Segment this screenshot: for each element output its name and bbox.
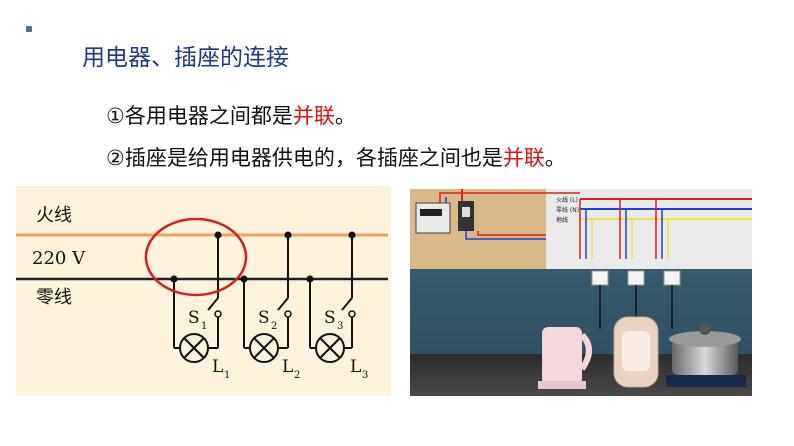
wiring-scene-image: 火线 (L) 零线 (N) 地线 [410,189,752,396]
lamp-2-sub: 2 [294,370,300,381]
circuit-diagram: 火线 220 V 零线 S 1 L 1 [16,205,388,381]
point-2-text: ②插座是给用电器供电的，各插座之间也是 [106,146,503,170]
point-2-highlight: 并联 [502,146,545,170]
neutral-wire-label: 零线 [36,287,72,308]
cooking-pot [672,339,738,375]
point-2: ②插座是给用电器供电的，各插座之间也是并联。 [106,142,566,172]
switch-1-blade [207,297,219,311]
wire-label-neutral: 零线 (N) [556,206,579,214]
wire-label-ground: 地线 [556,216,568,224]
socket-3 [663,270,681,286]
socket-1 [591,270,609,286]
electric-meter [415,202,451,234]
circuit-diagram-panel: 火线 220 V 零线 S 1 L 1 [16,186,391,396]
lamp-2-label: L [282,357,293,377]
branch-3: S 3 L 3 [306,231,368,381]
point-2-end: 。 [544,146,566,170]
switch-2-label: S [258,308,270,328]
switch-1-label: S [188,308,200,328]
switch-3-label: S [324,308,336,328]
wiring-scene: 火线 (L) 零线 (N) 地线 [410,189,752,396]
lamp-1-label: L [212,357,223,377]
lamp-3-sub: 3 [362,370,368,381]
branch-2: S 2 L 2 [240,231,300,381]
switch-3-sub: 3 [337,321,343,332]
socket-2 [627,270,645,286]
slide-title: 用电器、插座的连接 [82,45,289,71]
wire-label-live: 火线 (L) [556,196,578,204]
kettle [542,327,582,385]
slide-accent-mark [26,26,32,32]
point-1-highlight: 并联 [292,104,335,128]
highlight-circle [144,217,248,297]
point-1-end: 。 [334,104,356,128]
switch-2-sub: 2 [271,321,277,332]
switch-3-blade [341,297,353,311]
voltage-label: 220 V [32,248,86,269]
point-1-text: ①各用电器之间都是 [106,104,293,128]
point-1: ①各用电器之间都是并联。 [106,100,356,130]
lamp-3-label: L [350,357,361,377]
branch-1: S 1 L 1 [170,231,230,381]
lamp-1-sub: 1 [224,370,230,381]
live-wire-label: 火线 [36,205,72,226]
switch-2-blade [277,297,289,311]
switch-1-sub: 1 [201,321,207,332]
